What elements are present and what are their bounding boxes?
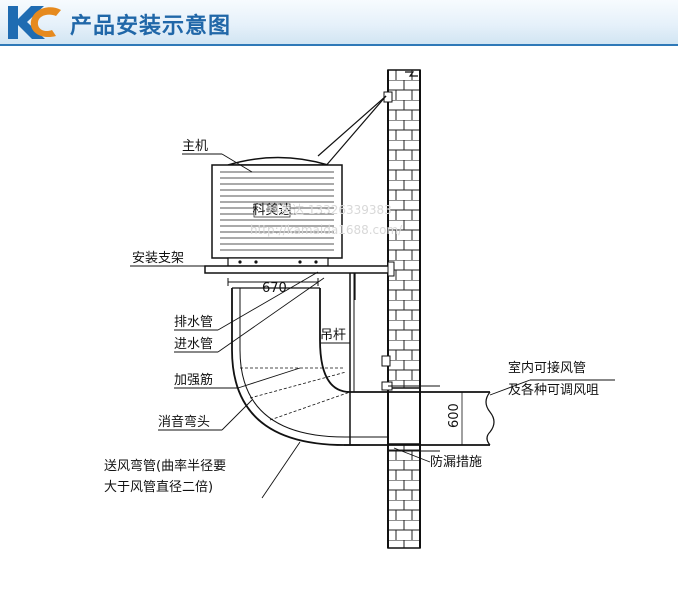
label-inlet-pipe: 进水管 <box>174 337 213 352</box>
svg-text:http://kamaida1688.com/: http://kamaida1688.com/ <box>250 223 403 237</box>
duct-size-label: 600 <box>447 403 462 428</box>
label-drain-pipe: 排水管 <box>174 315 213 330</box>
label-hanger-rod: 吊杆 <box>320 328 346 343</box>
supply-elbow-duct <box>231 287 388 446</box>
watermark: 科美达 13326339383 http://kamaida1688.com/ <box>250 203 403 237</box>
unit-badge: 科美达 <box>252 203 291 218</box>
dimension-670: 670 <box>227 278 319 296</box>
label-indoor-1: 室内可接风管 <box>508 360 586 376</box>
wall-anchors <box>317 91 393 391</box>
label-main-unit: 主机 <box>182 139 208 154</box>
label-indoor-2: 及各种可调风咀 <box>508 382 599 398</box>
hanger-rod <box>344 273 360 446</box>
kc-logo-icon <box>8 6 61 39</box>
page-header: 产品安装示意图 <box>0 0 678 46</box>
installation-diagram: 科美达 670 <box>104 69 615 549</box>
leader-lines <box>130 153 615 499</box>
brick-wall <box>387 69 421 549</box>
label-leak-proof: 防漏措施 <box>430 454 482 470</box>
svg-text:科美达 13326339383: 科美达 13326339383 <box>268 203 392 217</box>
page-title: 产品安装示意图 <box>70 14 232 39</box>
label-supply-elbow-2: 大于风管直径二倍) <box>104 480 213 495</box>
label-supply-elbow-1: 送风弯管(曲率半径要 <box>104 458 226 474</box>
label-bracket: 安装支架 <box>132 251 184 266</box>
main-unit: 科美达 <box>211 156 343 267</box>
label-stiffener: 加强筋 <box>174 372 213 388</box>
mounting-bracket <box>204 261 395 300</box>
horizontal-duct: 600 <box>388 385 495 452</box>
label-silencer-elbow: 消音弯头 <box>158 414 210 430</box>
